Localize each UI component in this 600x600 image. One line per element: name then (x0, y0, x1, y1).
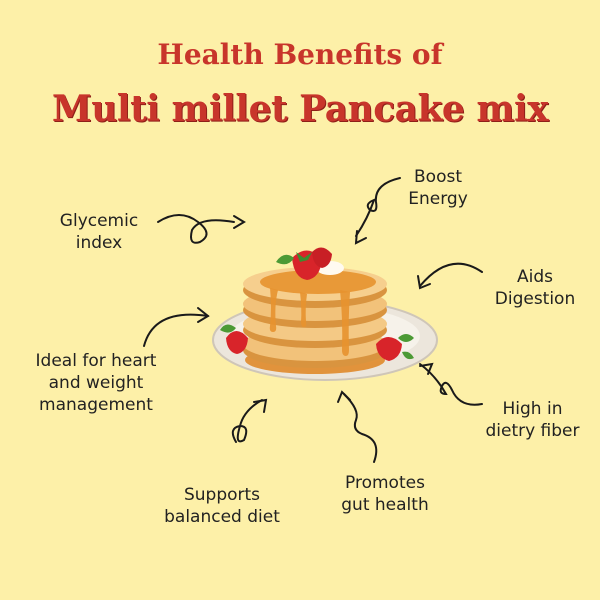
arrow-glycemic (157, 214, 235, 244)
arrow-heart (143, 313, 209, 347)
benefit-digestion: Aids Digestion (494, 267, 576, 309)
benefit-gut: Promotes gut health (341, 473, 429, 515)
strawberries (220, 247, 414, 361)
benefit-balanced: Supports balanced diet (164, 485, 280, 527)
benefit-energy: Boost Energy (408, 167, 468, 209)
arrow-balanced (231, 399, 263, 443)
title-line-1: Health Benefits of (157, 38, 443, 71)
title-line-2: Multi millet Pancake mix (51, 88, 549, 130)
benefit-fiber: High in dietry fiber (485, 399, 580, 441)
pancake-stack (243, 261, 387, 368)
benefit-glycemic: Glycemic index (59, 211, 139, 253)
arrow-digestion (419, 262, 483, 287)
arrow-fiber (419, 363, 483, 406)
arrows (143, 177, 483, 463)
arrow-energy (355, 177, 401, 237)
arrow-gut (343, 393, 378, 463)
benefit-heart: Ideal for heart and weight management (35, 351, 157, 415)
